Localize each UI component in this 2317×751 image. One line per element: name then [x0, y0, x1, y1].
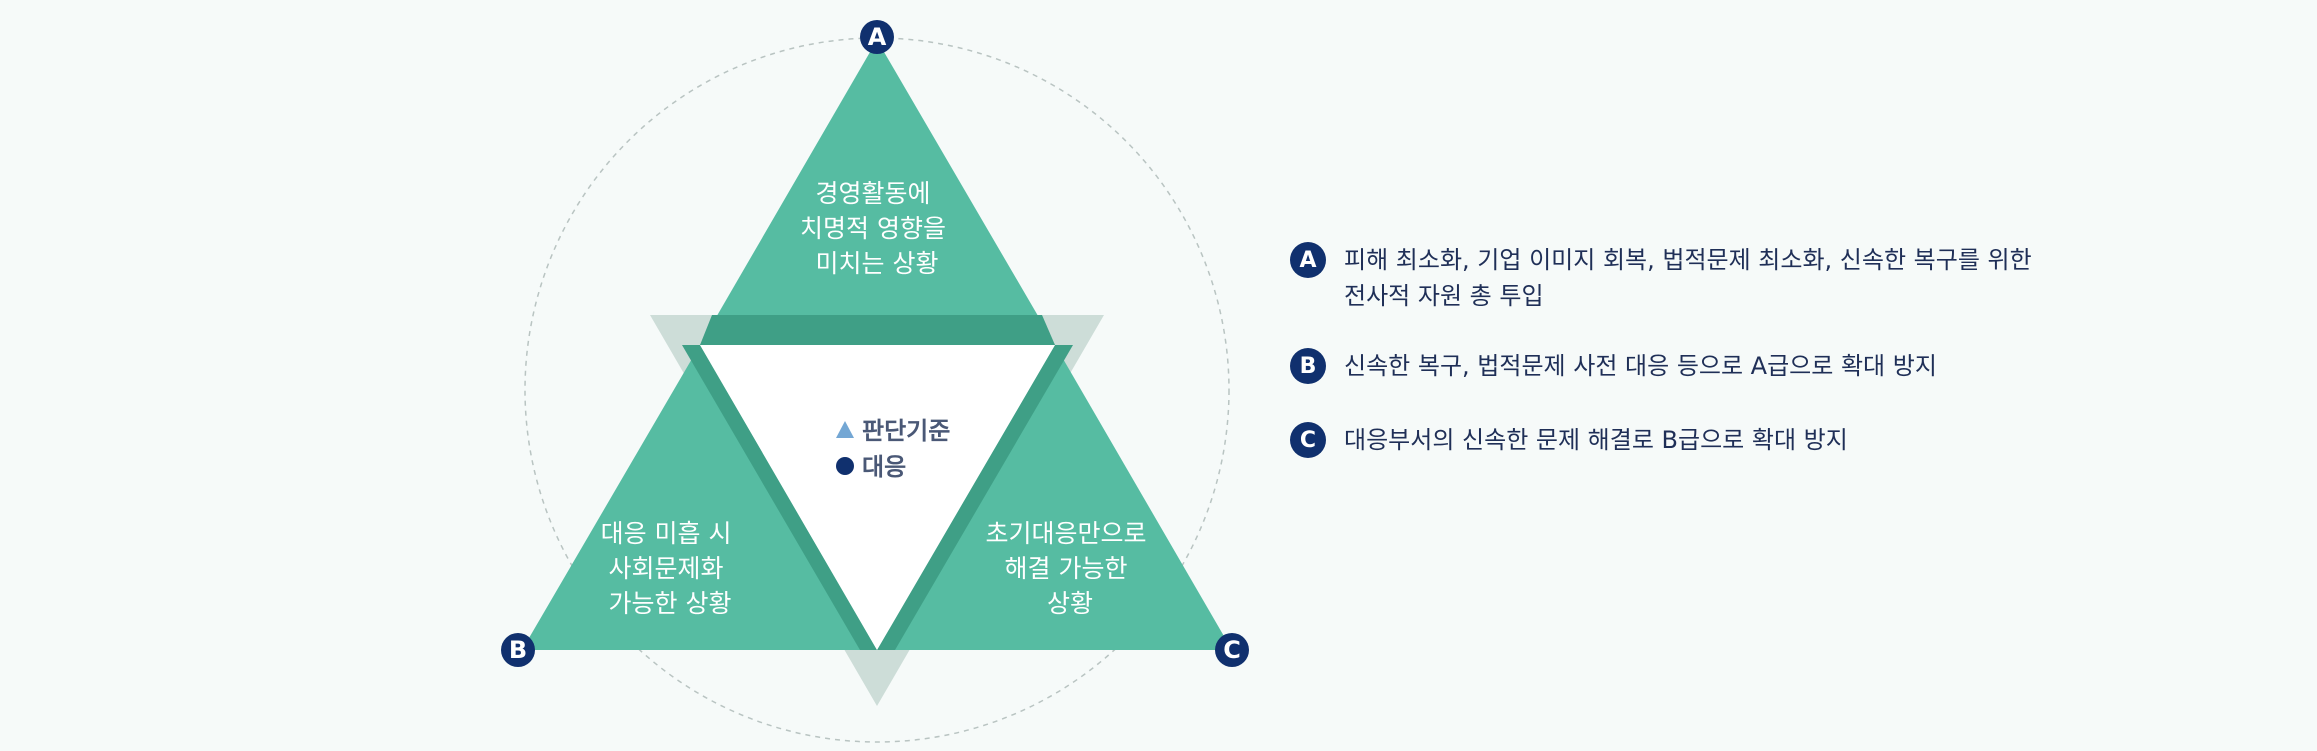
legend-triangle-icon: [836, 421, 854, 438]
description-badge-c: C: [1290, 422, 1326, 458]
center-triangle: [700, 345, 1055, 650]
description-badge-b: B: [1290, 348, 1326, 384]
overlap-band-top: [700, 315, 1055, 345]
overlap-band-right: [877, 345, 1073, 650]
description-badge-a: A: [1290, 242, 1326, 278]
legend-response-label: 대응: [862, 453, 906, 481]
overlap-band-left: [682, 345, 877, 650]
triangle-right-label: 초기대응만으로 해결 가능한 상황: [986, 519, 1155, 618]
description-text-a: 피해 최소화, 기업 이미지 회복, 법적문제 최소화, 신속한 복구를 위한 …: [1344, 246, 2032, 310]
triangle-right-line: 해결 가능한: [1005, 554, 1128, 583]
triangle-top-line: 경영활동에: [816, 179, 931, 208]
vertex-badge-a: A: [860, 20, 894, 54]
triangle-top-label: 경영활동에 치명적 영향을 미치는 상황: [800, 179, 954, 278]
crisis-level-diagram: 경영활동에 치명적 영향을 미치는 상황 대응 미흡 시 사회문제화 가능한 상…: [501, 20, 1249, 743]
vertex-badge-b-label: B: [509, 636, 527, 664]
triangle-right-line: 상황: [1047, 589, 1093, 618]
triangle-left: [522, 345, 877, 650]
vertex-badge-c-circle: [1215, 633, 1249, 667]
vertex-badge-a-label: A: [868, 23, 887, 51]
triangle-top-line: 치명적 영향을: [800, 214, 946, 243]
vertex-badge-b-circle: [501, 633, 535, 667]
vertex-badge-c-label: C: [1223, 636, 1241, 664]
triangle-left-label: 대응 미흡 시 사회문제화 가능한 상황: [601, 519, 740, 618]
legend-criteria-label: 판단기준: [862, 417, 950, 445]
vertex-badge-a-circle: [860, 20, 894, 54]
triangle-top-line: 미치는 상황: [816, 249, 939, 278]
triangle-left-line: 사회문제화: [609, 554, 724, 583]
description-text-c: 대응부서의 신속한 문제 해결로 B급으로 확대 방지: [1344, 426, 1848, 454]
level-description-list: A 피해 최소화, 기업 이미지 회복, 법적문제 최소화, 신속한 복구를 위…: [1290, 242, 2290, 496]
description-item-a: A 피해 최소화, 기업 이미지 회복, 법적문제 최소화, 신속한 복구를 위…: [1290, 242, 2290, 314]
legend-circle-icon: [836, 457, 854, 475]
vertex-badge-c: C: [1215, 633, 1249, 667]
triangle-right-line: 초기대응만으로: [986, 519, 1147, 548]
description-text-b: 신속한 복구, 법적문제 사전 대응 등으로 A급으로 확대 방지: [1344, 352, 1937, 380]
triangle-top: [700, 40, 1055, 345]
description-item-c: C 대응부서의 신속한 문제 해결로 B급으로 확대 방지: [1290, 422, 2290, 458]
description-item-b: B 신속한 복구, 법적문제 사전 대응 등으로 A급으로 확대 방지: [1290, 348, 2290, 384]
vertex-badge-b: B: [501, 633, 535, 667]
triangle-right: [877, 345, 1232, 650]
outer-dashed-circle: [524, 37, 1230, 743]
triangle-left-line: 가능한 상황: [609, 589, 732, 618]
triangle-left-line: 대응 미흡 시: [601, 519, 732, 548]
